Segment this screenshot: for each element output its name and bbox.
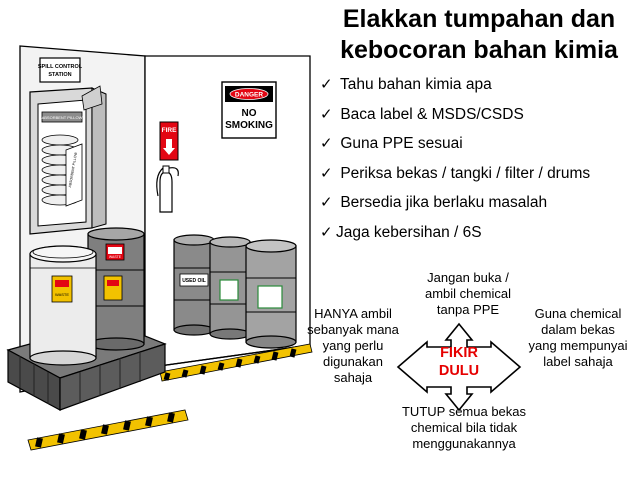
checklist: ✓ Tahu bahan kimia apa ✓ Baca label & MS… [320, 70, 638, 248]
waste-label-dark-drum: WASTE [109, 255, 122, 259]
check-icon: ✓ [320, 164, 333, 182]
note-line: ambil chemical [425, 286, 511, 301]
station-sign-line1: SPILL CONTROL [38, 64, 83, 70]
checklist-item: ✓ Periksa bekas / tangki / filter / drum… [320, 159, 638, 189]
fire-sign-label: FIRE [162, 127, 177, 134]
slide-title: Elakkan tumpahan dan kebocoran bahan kim… [320, 4, 638, 66]
note-line: sebanyak mana [307, 322, 399, 337]
drum-dark-back: WASTE [87, 227, 145, 351]
check-icon: ✓ [320, 105, 333, 123]
checklist-item: ✓Jaga kebersihan / 6S [320, 218, 638, 248]
checklist-item-text: Guna PPE sesuai [340, 135, 463, 153]
drum-white-front: WASTE [29, 245, 97, 366]
spill-control-illustration: SPILL CONTROL STATION ABSORBENT PILLOW A… [6, 45, 313, 451]
used-oil-label: USED OIL [182, 278, 206, 284]
drum-grey-right [245, 239, 297, 349]
checklist-item: ✓ Guna PPE sesuai [320, 129, 638, 159]
check-icon: ✓ [320, 194, 333, 212]
note-line: menggunakannya [412, 436, 516, 451]
slide-title-line2: kebocoran bahan kimia [340, 36, 618, 64]
note-line: yang mempunyai [528, 338, 628, 353]
note-line: digunakan [323, 354, 383, 369]
four-way-arrow-icon [396, 322, 522, 412]
note-line: Guna chemical [534, 306, 622, 321]
fikir-dulu-line2: DULU [438, 363, 480, 379]
note-line: tanpa PPE [436, 302, 500, 317]
note-bottom: TUTUP semua bekas chemical bila tidak me… [384, 404, 544, 452]
fire-alarm-sign: FIRE [159, 121, 179, 161]
note-line: yang perlu [322, 338, 384, 353]
drum-used-oil: USED OIL [173, 234, 215, 336]
checklist-item: ✓ Tahu bahan kimia apa [320, 70, 638, 100]
station-sign-line2: STATION [48, 72, 71, 78]
check-icon: ✓ [320, 223, 333, 241]
note-line: HANYA ambil [314, 306, 392, 321]
hazard-floor-stripes [27, 343, 313, 451]
note-line: sahaja [333, 370, 373, 385]
note-line: label sahaja [543, 354, 613, 369]
checklist-item: ✓ Bersedia jika berlaku masalah [320, 188, 638, 218]
checklist-item-text: Bersedia jika berlaku masalah [340, 194, 548, 212]
fikir-dulu-label: FIKIR DULU [426, 344, 492, 380]
danger-sign-line2: SMOKING [225, 120, 273, 131]
check-icon: ✓ [320, 135, 333, 153]
drum-grey-middle [209, 236, 251, 340]
note-left: HANYA ambil sebanyak mana yang perlu dig… [300, 306, 406, 386]
waste-label-white-drum: WASTE [55, 292, 69, 297]
danger-sign-header: DANGER [235, 92, 263, 99]
spill-control-cabinet: SPILL CONTROL STATION ABSORBENT PILLOW A… [29, 57, 107, 235]
fikir-dulu-line1: FIKIR [440, 345, 478, 361]
note-line: dalam bekas [541, 322, 615, 337]
note-line: TUTUP semua bekas [401, 404, 527, 419]
pillow-bag-label: ABSORBENT PILLOW [68, 151, 78, 188]
checklist-item-text: Baca label & MSDS/CSDS [340, 105, 524, 123]
check-icon: ✓ [320, 76, 333, 93]
fire-extinguisher [156, 165, 179, 213]
note-top: Jangan buka / ambil chemical tanpa PPE [410, 270, 526, 318]
note-line: chemical bila tidak [410, 420, 518, 435]
slide-title-line1: Elakkan tumpahan dan [342, 5, 616, 33]
checklist-item: ✓ Baca label & MSDS/CSDS [320, 100, 638, 130]
absorbent-shelf-label: ABSORBENT PILLOW [42, 115, 83, 120]
danger-sign-line1: NO [242, 108, 257, 119]
checklist-item-text: Tahu bahan kimia apa [340, 76, 492, 93]
danger-no-smoking-sign: DANGER NO SMOKING [221, 81, 277, 139]
checklist-item-text: Periksa bekas / tangki / filter / drums [340, 164, 591, 182]
note-line: Jangan buka / [427, 270, 509, 285]
checklist-item-text: Jaga kebersihan / 6S [336, 223, 482, 241]
note-right: Guna chemical dalam bekas yang mempunyai… [520, 306, 636, 370]
